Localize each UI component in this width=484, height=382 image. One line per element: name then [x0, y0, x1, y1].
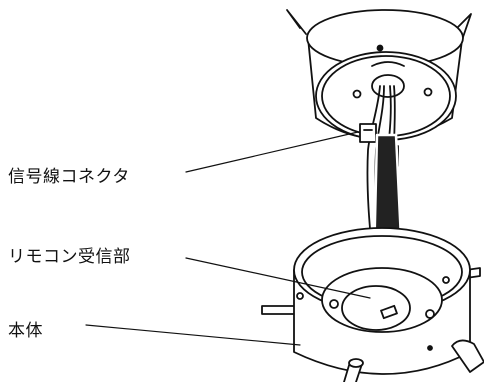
body-leader [85, 324, 301, 346]
ceiling-adapter [286, 9, 472, 141]
signal-connector-label: 信号線コネクタ [8, 167, 130, 187]
main-body [261, 227, 484, 382]
leader-lines [85, 131, 371, 346]
main-body-label: 本体 [8, 321, 43, 341]
receiver-leader [185, 257, 371, 299]
connector-leader [185, 131, 359, 173]
remote-receiver-label: リモコン受信部 [8, 247, 131, 267]
